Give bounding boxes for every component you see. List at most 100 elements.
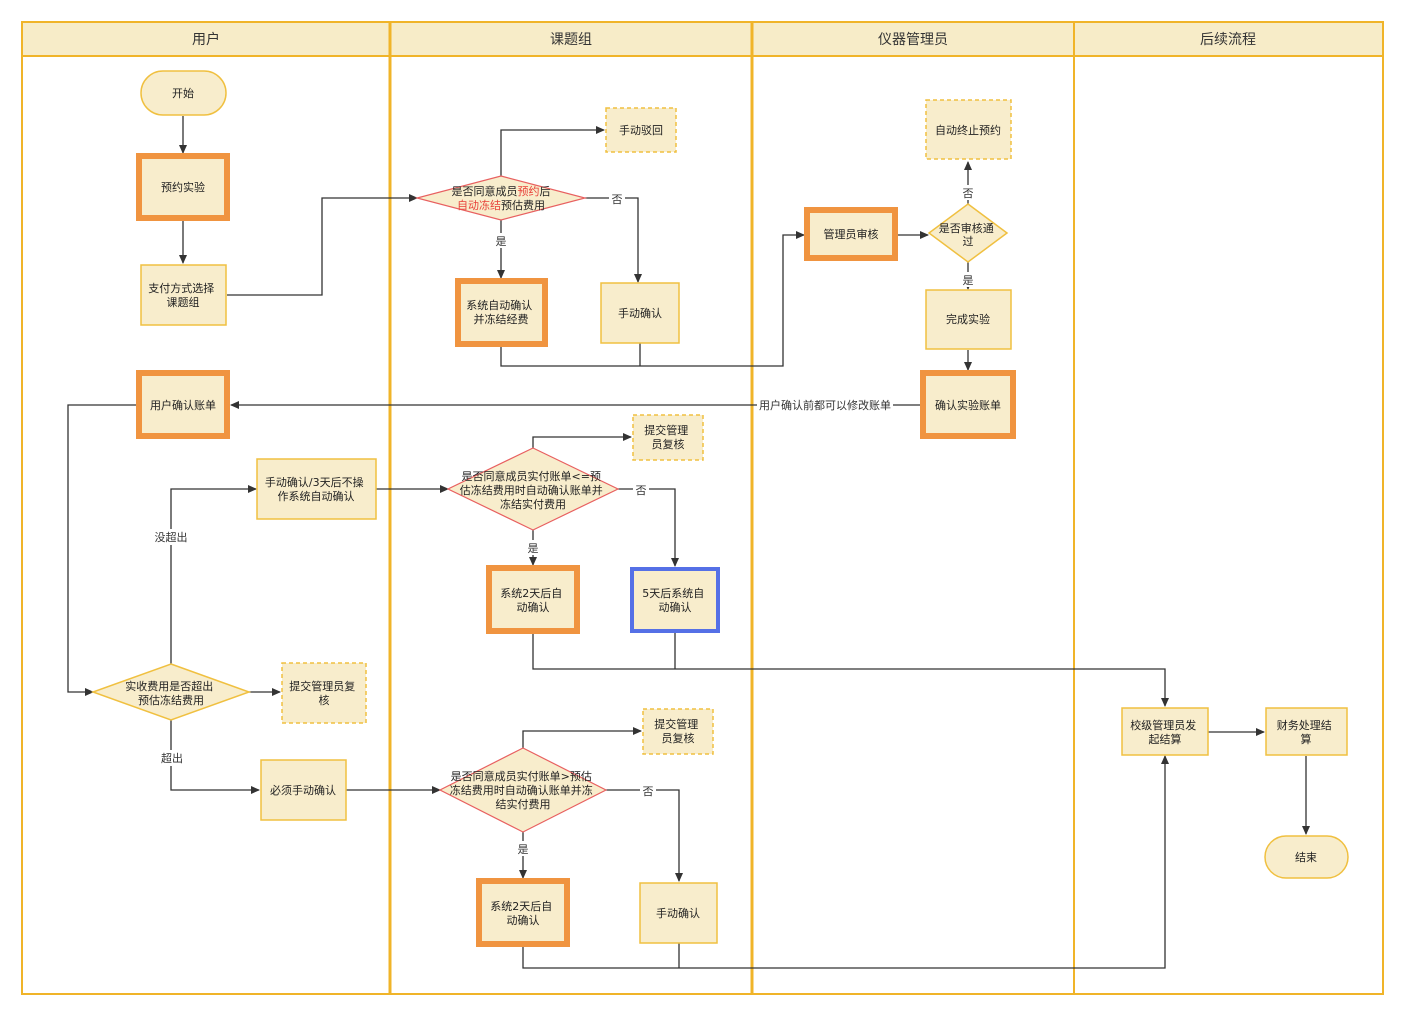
auto-confirm-freeze-line2: 并冻结经费 <box>474 312 529 326</box>
edge-le-submit <box>532 433 632 448</box>
lane-title-followup: 后续流程 <box>1200 31 1256 48</box>
submit-review-user-line1: 提交管理员复 <box>289 679 355 693</box>
svg-text:实收费用是否超出 预估冻结费用: 实收费用是否超出 预估冻结费用 <box>125 679 217 707</box>
svg-text:校级管理员发 起结算: 校级管理员发 起结算 <box>1130 718 1200 746</box>
finish-exp-label: 完成实验 <box>946 312 990 326</box>
pay-choice-line1: 支付方式选择 <box>148 281 214 295</box>
manual-reject-label: 手动驳回 <box>619 123 663 137</box>
submit-review-user-node[interactable]: 提交管理员复 核 <box>281 662 367 724</box>
edge-exceed-yes <box>170 720 260 794</box>
agree-le-decision[interactable]: 是否同意成员实付账单<=预 估冻结费用时自动确认账单并 冻结实付费用 <box>446 447 620 531</box>
edge-gt-no <box>606 789 683 882</box>
svg-text:提交管理 员复核: 提交管理 员复核 <box>644 423 692 451</box>
edge-agree-no <box>585 197 642 283</box>
auto-confirm-freeze-node[interactable]: 系统自动确认 并冻结经费 <box>455 278 548 347</box>
agree-le-line1: 是否同意成员实付账单<=预 <box>462 469 601 483</box>
submit-review-1-line1: 提交管理 <box>644 423 688 437</box>
edge-to-settle-1 <box>532 634 1169 707</box>
agree-reserve-decision[interactable]: 是否同意成员预约后 自动冻结预估费用 <box>414 175 588 221</box>
finance-node[interactable]: 财务处理结 算 <box>1265 707 1348 756</box>
swimlanes: 用户 课题组 仪器管理员 后续流程 <box>21 21 1384 995</box>
manual-confirm-3day-line2: 作系统自动确认 <box>278 490 355 503</box>
auto-confirm-2day-node-1[interactable]: 系统2天后自 动确认 <box>486 565 580 634</box>
admin-review-node[interactable]: 管理员审核 <box>804 207 898 261</box>
agree-gt-decision[interactable]: 是否同意成员实付账单>预估 冻结费用时自动确认账单并冻 结实付费用 <box>438 747 608 833</box>
auto-confirm-2day-2-line1: 系统2天后自 <box>490 900 552 913</box>
auto-confirm-2day-1-line2: 动确认 <box>517 601 550 614</box>
admin-review-label: 管理员审核 <box>824 227 879 241</box>
nodes: 开始 预约实验 支付方式选择 课题组 是否同意成员预约后 自动冻结预估费用 <box>90 70 1349 947</box>
finish-exp-node[interactable]: 完成实验 <box>925 289 1012 350</box>
manual-confirm-3day-line1: 手动确认/3天后不操 <box>265 475 364 489</box>
svg-text:系统2天后自 动确认: 系统2天后自 动确认 <box>500 587 566 614</box>
school-settle-node[interactable]: 校级管理员发 起结算 <box>1121 707 1209 756</box>
confirm-bill-label: 确认实验账单 <box>935 398 1001 412</box>
must-manual-label: 必须手动确认 <box>270 783 336 797</box>
svg-text:是否审核通 过: 是否审核通 过 <box>939 221 998 248</box>
reserve-node[interactable]: 预约实验 <box>136 153 230 221</box>
auto-cancel-node[interactable]: 自动终止预约 <box>925 99 1012 160</box>
manual-confirm-label-1: 手动确认 <box>618 306 662 320</box>
review-pass-decision[interactable]: 是否审核通 过 <box>927 203 1009 263</box>
agree-le-line2: 估冻结费用时自动确认账单并 <box>460 483 603 497</box>
exceed-check-decision[interactable]: 实收费用是否超出 预估冻结费用 <box>90 663 252 721</box>
agree-le-line3: 冻结实付费用 <box>500 497 566 511</box>
svg-text:是否同意成员预约后: 是否同意成员预约后 <box>452 184 551 198</box>
submit-review-user-line2: 核 <box>319 693 330 707</box>
label-yes-3: 是 <box>528 542 539 555</box>
start-label: 开始 <box>172 86 194 100</box>
confirm-bill-node[interactable]: 确认实验账单 <box>920 370 1016 439</box>
edge-gt-submit <box>522 727 642 748</box>
submit-review-1-line2: 员复核 <box>652 437 685 451</box>
manual-confirm-3day-node[interactable]: 手动确认/3天后不操 作系统自动确认 <box>256 458 377 520</box>
svg-text:是否同意成员实付账单>预估 冻结费用时自动确: 是否同意成员实付账单>预估 冻结费用时自动确认账单并冻 结实付费用 <box>450 769 597 811</box>
label-exceed: 超出 <box>161 751 183 765</box>
agree-reserve-text-c: 后 <box>540 185 551 198</box>
auto-confirm-2day-1-line1: 系统2天后自 <box>500 587 562 600</box>
must-manual-node[interactable]: 必须手动确认 <box>260 759 347 821</box>
auto-cancel-label: 自动终止预约 <box>935 123 1001 137</box>
lane-title-group: 课题组 <box>550 32 592 48</box>
agree-reserve-text-b: 预约 <box>518 185 540 198</box>
finance-line2: 算 <box>1301 732 1312 746</box>
auto-confirm-5day-line1: 5天后系统自 <box>642 587 704 600</box>
edge-labels: 否 是 否 是 用户确认前都可以修改账单 没超出 否 是 超出 否 是 <box>152 185 976 856</box>
svg-text:财务处理结 算: 财务处理结 算 <box>1277 718 1336 746</box>
lane-title-admin: 仪器管理员 <box>878 32 948 48</box>
agree-gt-line2: 冻结费用时自动确认账单并冻 <box>450 783 593 797</box>
auto-confirm-5day-node[interactable]: 5天后系统自 动确认 <box>630 567 720 633</box>
start-node[interactable]: 开始 <box>140 70 227 116</box>
submit-review-node-2[interactable]: 提交管理 员复核 <box>642 708 714 755</box>
svg-text:系统自动确认 并冻结经费: 系统自动确认 并冻结经费 <box>466 299 536 326</box>
manual-confirm-node-2[interactable]: 手动确认 <box>639 882 718 944</box>
edge-user-exceed <box>67 404 137 696</box>
submit-review-2-line2: 员复核 <box>662 731 695 745</box>
svg-text:5天后系统自 动确认: 5天后系统自 动确认 <box>642 587 708 614</box>
svg-text:支付方式选择 课题组: 支付方式选择 课题组 <box>148 281 218 309</box>
edge-agree-reject <box>500 126 605 176</box>
svg-text:提交管理员复 核: 提交管理员复 核 <box>289 679 359 707</box>
edge-to-settle-2 <box>522 755 1169 969</box>
finance-line1: 财务处理结 <box>1277 718 1332 732</box>
svg-text:系统2天后自 动确认: 系统2天后自 动确认 <box>490 900 556 927</box>
manual-reject-node[interactable]: 手动驳回 <box>605 107 677 153</box>
label-yes-2: 是 <box>963 274 974 287</box>
review-pass-line2: 过 <box>963 235 974 248</box>
pay-choice-line2: 课题组 <box>167 295 200 309</box>
submit-review-node-1[interactable]: 提交管理 员复核 <box>632 414 704 461</box>
agree-reserve-text-e: 预估费用 <box>501 199 545 212</box>
pay-choice-node[interactable]: 支付方式选择 课题组 <box>140 264 227 326</box>
label-no-3: 否 <box>636 484 647 497</box>
agree-reserve-text-a: 是否同意成员 <box>452 184 518 198</box>
user-confirm-bill-label: 用户确认账单 <box>150 398 216 412</box>
user-confirm-bill-node[interactable]: 用户确认账单 <box>136 370 230 439</box>
end-node[interactable]: 结束 <box>1264 835 1349 879</box>
auto-confirm-2day-node-2[interactable]: 系统2天后自 动确认 <box>476 878 570 947</box>
manual-confirm-node-1[interactable]: 手动确认 <box>600 282 680 344</box>
agree-gt-line3: 结实付费用 <box>496 797 551 811</box>
auto-confirm-freeze-line1: 系统自动确认 <box>466 299 532 312</box>
agree-gt-line1: 是否同意成员实付账单>预估 <box>451 769 592 783</box>
edge-to-admin-review <box>500 231 805 367</box>
svg-text:自动冻结预估费用: 自动冻结预估费用 <box>457 198 545 212</box>
